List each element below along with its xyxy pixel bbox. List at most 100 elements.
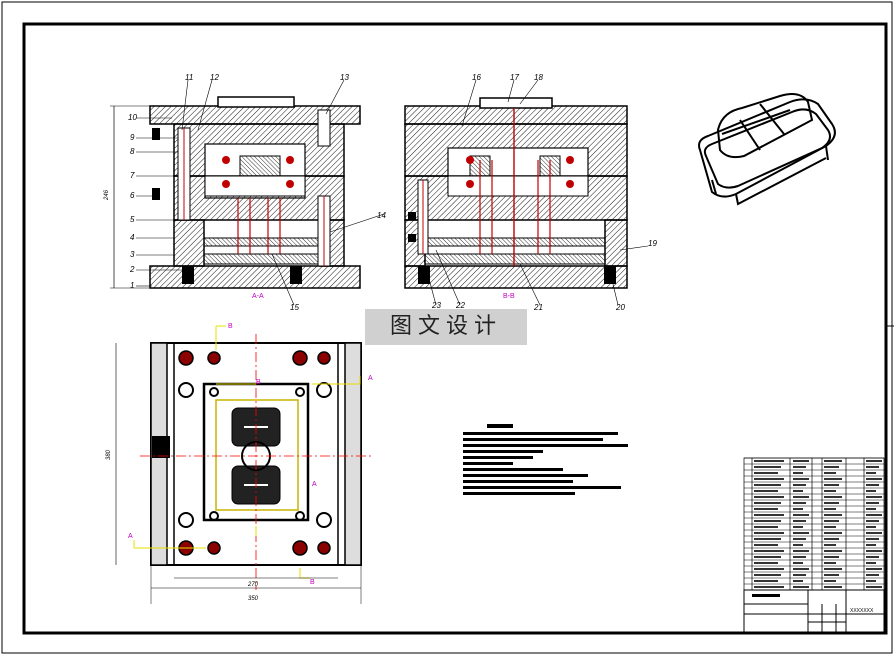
- parts-cell-text: [824, 562, 836, 564]
- section-mark-b-top: B: [228, 323, 233, 330]
- parts-cell-text: [824, 466, 839, 468]
- parts-cell-text: [866, 580, 876, 582]
- parts-cell-text: [754, 556, 781, 558]
- parts-cell-text: [793, 508, 803, 510]
- part-18: 18: [534, 73, 543, 82]
- parts-cell-text: [866, 526, 876, 528]
- parts-rows: [744, 457, 884, 588]
- parts-cell-text: [824, 478, 842, 480]
- parts-cell-text: [754, 478, 784, 480]
- parts-cell-text: [793, 538, 806, 540]
- parts-cell-text: [824, 580, 836, 582]
- parts-cell-text: [754, 490, 778, 492]
- parts-cell-text: [754, 586, 784, 588]
- parts-cell-text: [824, 508, 836, 510]
- parts-cell-text: [866, 538, 879, 540]
- part-3: 3: [130, 250, 135, 259]
- part-15: 15: [290, 303, 299, 312]
- section-mark-a-right: A: [368, 375, 373, 382]
- part-12: 12: [210, 73, 219, 82]
- parts-cell-text: [824, 490, 836, 492]
- parts-cell-text: [754, 508, 778, 510]
- part-isometric: [698, 93, 836, 206]
- parts-cell-text: [866, 472, 876, 474]
- part-7: 7: [130, 171, 135, 180]
- parts-cell-text: [866, 562, 876, 564]
- parts-cell-text: [824, 496, 842, 498]
- parts-cell-text: [793, 520, 806, 522]
- parts-cell-text: [754, 538, 781, 540]
- parts-cell-text: [824, 556, 839, 558]
- part-14: 14: [377, 211, 386, 220]
- parts-cell-text: [824, 460, 842, 462]
- parts-cell-text: [793, 580, 803, 582]
- section-mark-b-bottom: B: [310, 579, 315, 586]
- part-16: 16: [472, 73, 481, 82]
- part-2: 2: [129, 265, 135, 274]
- part-22: 22: [455, 301, 465, 310]
- parts-cell-text: [793, 460, 809, 462]
- parts-cell-text: [793, 526, 803, 528]
- section-label-aa: A-A: [252, 293, 264, 300]
- parts-cell-text: [824, 544, 836, 546]
- dim-plan-outer: 350: [248, 596, 259, 602]
- parts-cell-text: [866, 508, 876, 510]
- parts-cell-text: [754, 526, 778, 528]
- parts-cell-text: [754, 472, 778, 474]
- parts-cell-text: [866, 502, 879, 504]
- part-10: 10: [128, 113, 137, 122]
- parts-cell-text: [866, 586, 882, 588]
- leaders-left: [136, 79, 385, 306]
- parts-cell-text: [866, 490, 876, 492]
- parts-cell-text: [754, 550, 784, 552]
- part-17: 17: [510, 73, 519, 82]
- parts-cell-text: [866, 460, 882, 462]
- section-label-bb: B-B: [503, 293, 515, 300]
- parts-cell-text: [824, 472, 836, 474]
- parts-cell-text: [793, 532, 809, 534]
- parts-cell-text: [866, 568, 882, 570]
- part-4: 4: [130, 233, 135, 242]
- parts-cell-text: [754, 520, 781, 522]
- part-23: 23: [431, 301, 441, 310]
- parts-cell-text: [866, 544, 876, 546]
- drawing-number: XXXXXXX: [850, 608, 874, 614]
- dim-plan-height: 380: [106, 449, 112, 460]
- parts-cell-text: [866, 520, 879, 522]
- parts-cell-text: [866, 556, 879, 558]
- parts-cell-text: [793, 496, 809, 498]
- parts-cell-text: [754, 532, 784, 534]
- parts-cell-text: [793, 502, 806, 504]
- part-1: 1: [130, 281, 134, 290]
- watermark-text: 图文设计: [365, 309, 527, 345]
- inner-frame: [22, 22, 888, 635]
- parts-cell-text: [754, 466, 781, 468]
- parts-cell-text: [793, 544, 803, 546]
- parts-cell-text: [824, 568, 842, 570]
- dim-height: 246: [104, 189, 110, 201]
- section-mark-b-inner: B: [256, 379, 261, 386]
- parts-cell-text: [824, 574, 839, 576]
- parts-cell-text: [866, 478, 882, 480]
- parts-cell-text: [793, 478, 809, 480]
- part-8: 8: [130, 147, 135, 156]
- parts-cell-text: [866, 574, 879, 576]
- part-5: 5: [130, 215, 135, 224]
- parts-cell-text: [824, 484, 839, 486]
- part-6: 6: [130, 191, 135, 200]
- parts-cell-text: [754, 502, 781, 504]
- section-mark-a-left: A: [128, 533, 133, 540]
- parts-cell-text: [824, 538, 839, 540]
- part-20: 20: [615, 303, 625, 312]
- parts-cell-text: [754, 460, 784, 462]
- parts-cell-text: [754, 580, 778, 582]
- parts-cell-text: [793, 490, 803, 492]
- parts-cell-text: [824, 550, 842, 552]
- parts-cell-text: [793, 514, 809, 516]
- parts-cell-text: [793, 550, 809, 552]
- plan-view: [115, 325, 372, 604]
- dim-plan-inner: 270: [247, 582, 259, 588]
- parts-cell-text: [754, 562, 778, 564]
- parts-cell-text: [866, 550, 882, 552]
- parts-cell-text: [824, 502, 839, 504]
